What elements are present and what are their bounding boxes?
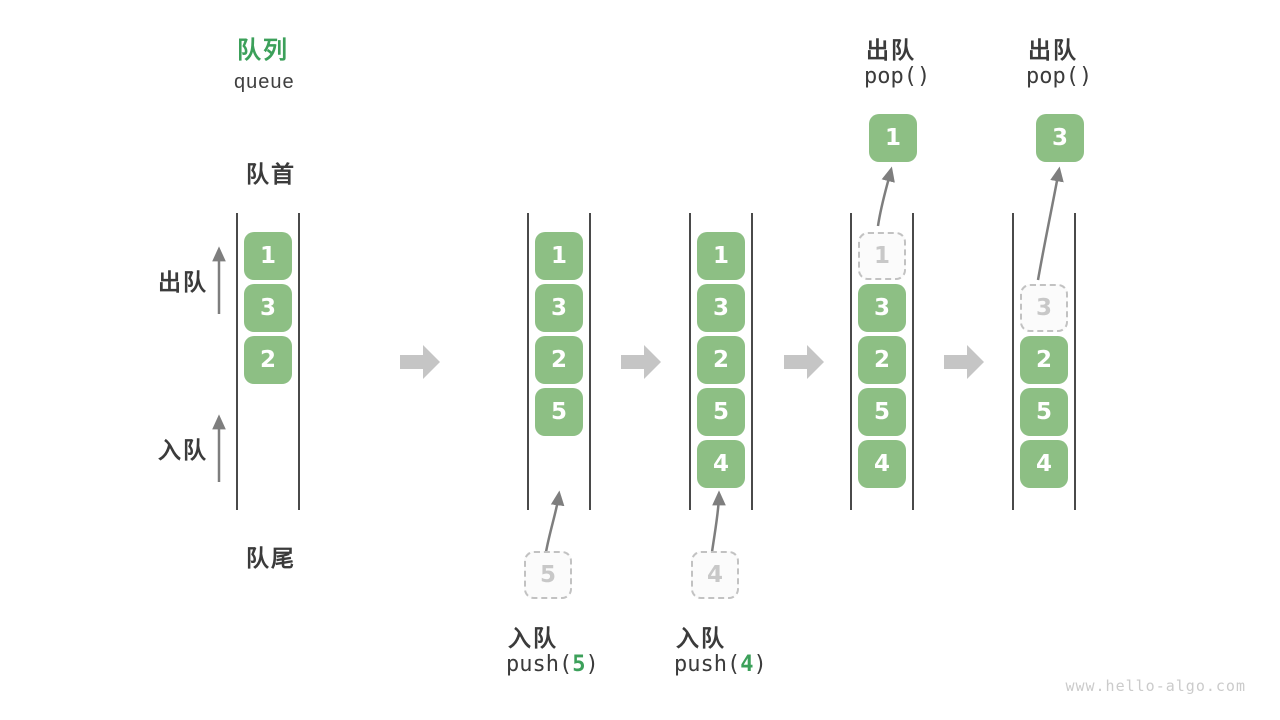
- enqueue-side-label: 入队: [158, 437, 208, 463]
- queue-item: 2: [697, 336, 745, 384]
- push-code-pre: push(: [674, 652, 741, 677]
- watermark: www.hello-algo.com: [1065, 677, 1246, 695]
- push-label: 入队: [508, 625, 558, 651]
- queue-item: 1: [697, 232, 745, 280]
- popped-box: 1: [869, 114, 917, 162]
- popped-box: 3: [1036, 114, 1084, 162]
- queue-item-dashed: 1: [858, 232, 906, 280]
- flow-arrow-icon: [944, 345, 984, 379]
- pop-code: pop(): [1026, 64, 1093, 89]
- rear-label: 队尾: [246, 545, 296, 571]
- staging-box: 5: [524, 551, 572, 599]
- push-code-arg: 4: [740, 652, 754, 677]
- pop-label: 出队: [866, 37, 916, 63]
- push-code-pre: push(: [506, 652, 573, 677]
- enqueue-arrow-icon: [710, 490, 726, 553]
- push-code: push(5): [506, 652, 599, 677]
- pop-code: pop(): [864, 64, 931, 89]
- flow-arrow-icon: [621, 345, 661, 379]
- queue-wall-left: [850, 213, 852, 510]
- flow-arrow-icon: [400, 345, 440, 379]
- queue-item: 3: [244, 284, 292, 332]
- page-subtitle: queue: [234, 71, 295, 93]
- push-code-post: ): [585, 652, 599, 677]
- staging-box: 4: [691, 551, 739, 599]
- queue-wall-left: [527, 213, 529, 510]
- queue-wall-left: [689, 213, 691, 510]
- enqueue-up-arrow-icon: [212, 414, 226, 482]
- queue-wall-right: [589, 213, 591, 510]
- queue-wall-right: [1074, 213, 1076, 510]
- front-label: 队首: [246, 161, 296, 187]
- dequeue-side-label: 出队: [158, 269, 208, 295]
- queue-wall-right: [912, 213, 914, 510]
- queue-item: 4: [858, 440, 906, 488]
- queue-item: 5: [535, 388, 583, 436]
- queue-wall-left: [1012, 213, 1014, 510]
- queue-item: 2: [244, 336, 292, 384]
- push-code: push(4): [674, 652, 767, 677]
- queue-item: 4: [1020, 440, 1068, 488]
- queue-item: 5: [697, 388, 745, 436]
- dequeue-up-arrow-icon: [212, 246, 226, 314]
- queue-item: 2: [535, 336, 583, 384]
- queue-wall-right: [298, 213, 300, 510]
- queue-item: 1: [535, 232, 583, 280]
- flow-arrow-icon: [784, 345, 824, 379]
- push-label: 入队: [676, 625, 726, 651]
- push-code-arg: 5: [572, 652, 586, 677]
- queue-item: 4: [697, 440, 745, 488]
- queue-item: 5: [1020, 388, 1068, 436]
- push-code-post: ): [753, 652, 767, 677]
- dequeue-arrow-icon: [876, 166, 895, 227]
- queue-item: 3: [535, 284, 583, 332]
- queue-item: 5: [858, 388, 906, 436]
- page-title: 队列: [237, 37, 289, 64]
- dequeue-arrow-icon: [1036, 166, 1064, 281]
- queue-item-dashed: 3: [1020, 284, 1068, 332]
- queue-item: 3: [858, 284, 906, 332]
- queue-item: 3: [697, 284, 745, 332]
- queue-item: 2: [858, 336, 906, 384]
- queue-wall-right: [751, 213, 753, 510]
- queue-wall-left: [236, 213, 238, 510]
- queue-item: 2: [1020, 336, 1068, 384]
- pop-label: 出队: [1028, 37, 1078, 63]
- enqueue-arrow-icon: [544, 490, 565, 553]
- queue-item: 1: [244, 232, 292, 280]
